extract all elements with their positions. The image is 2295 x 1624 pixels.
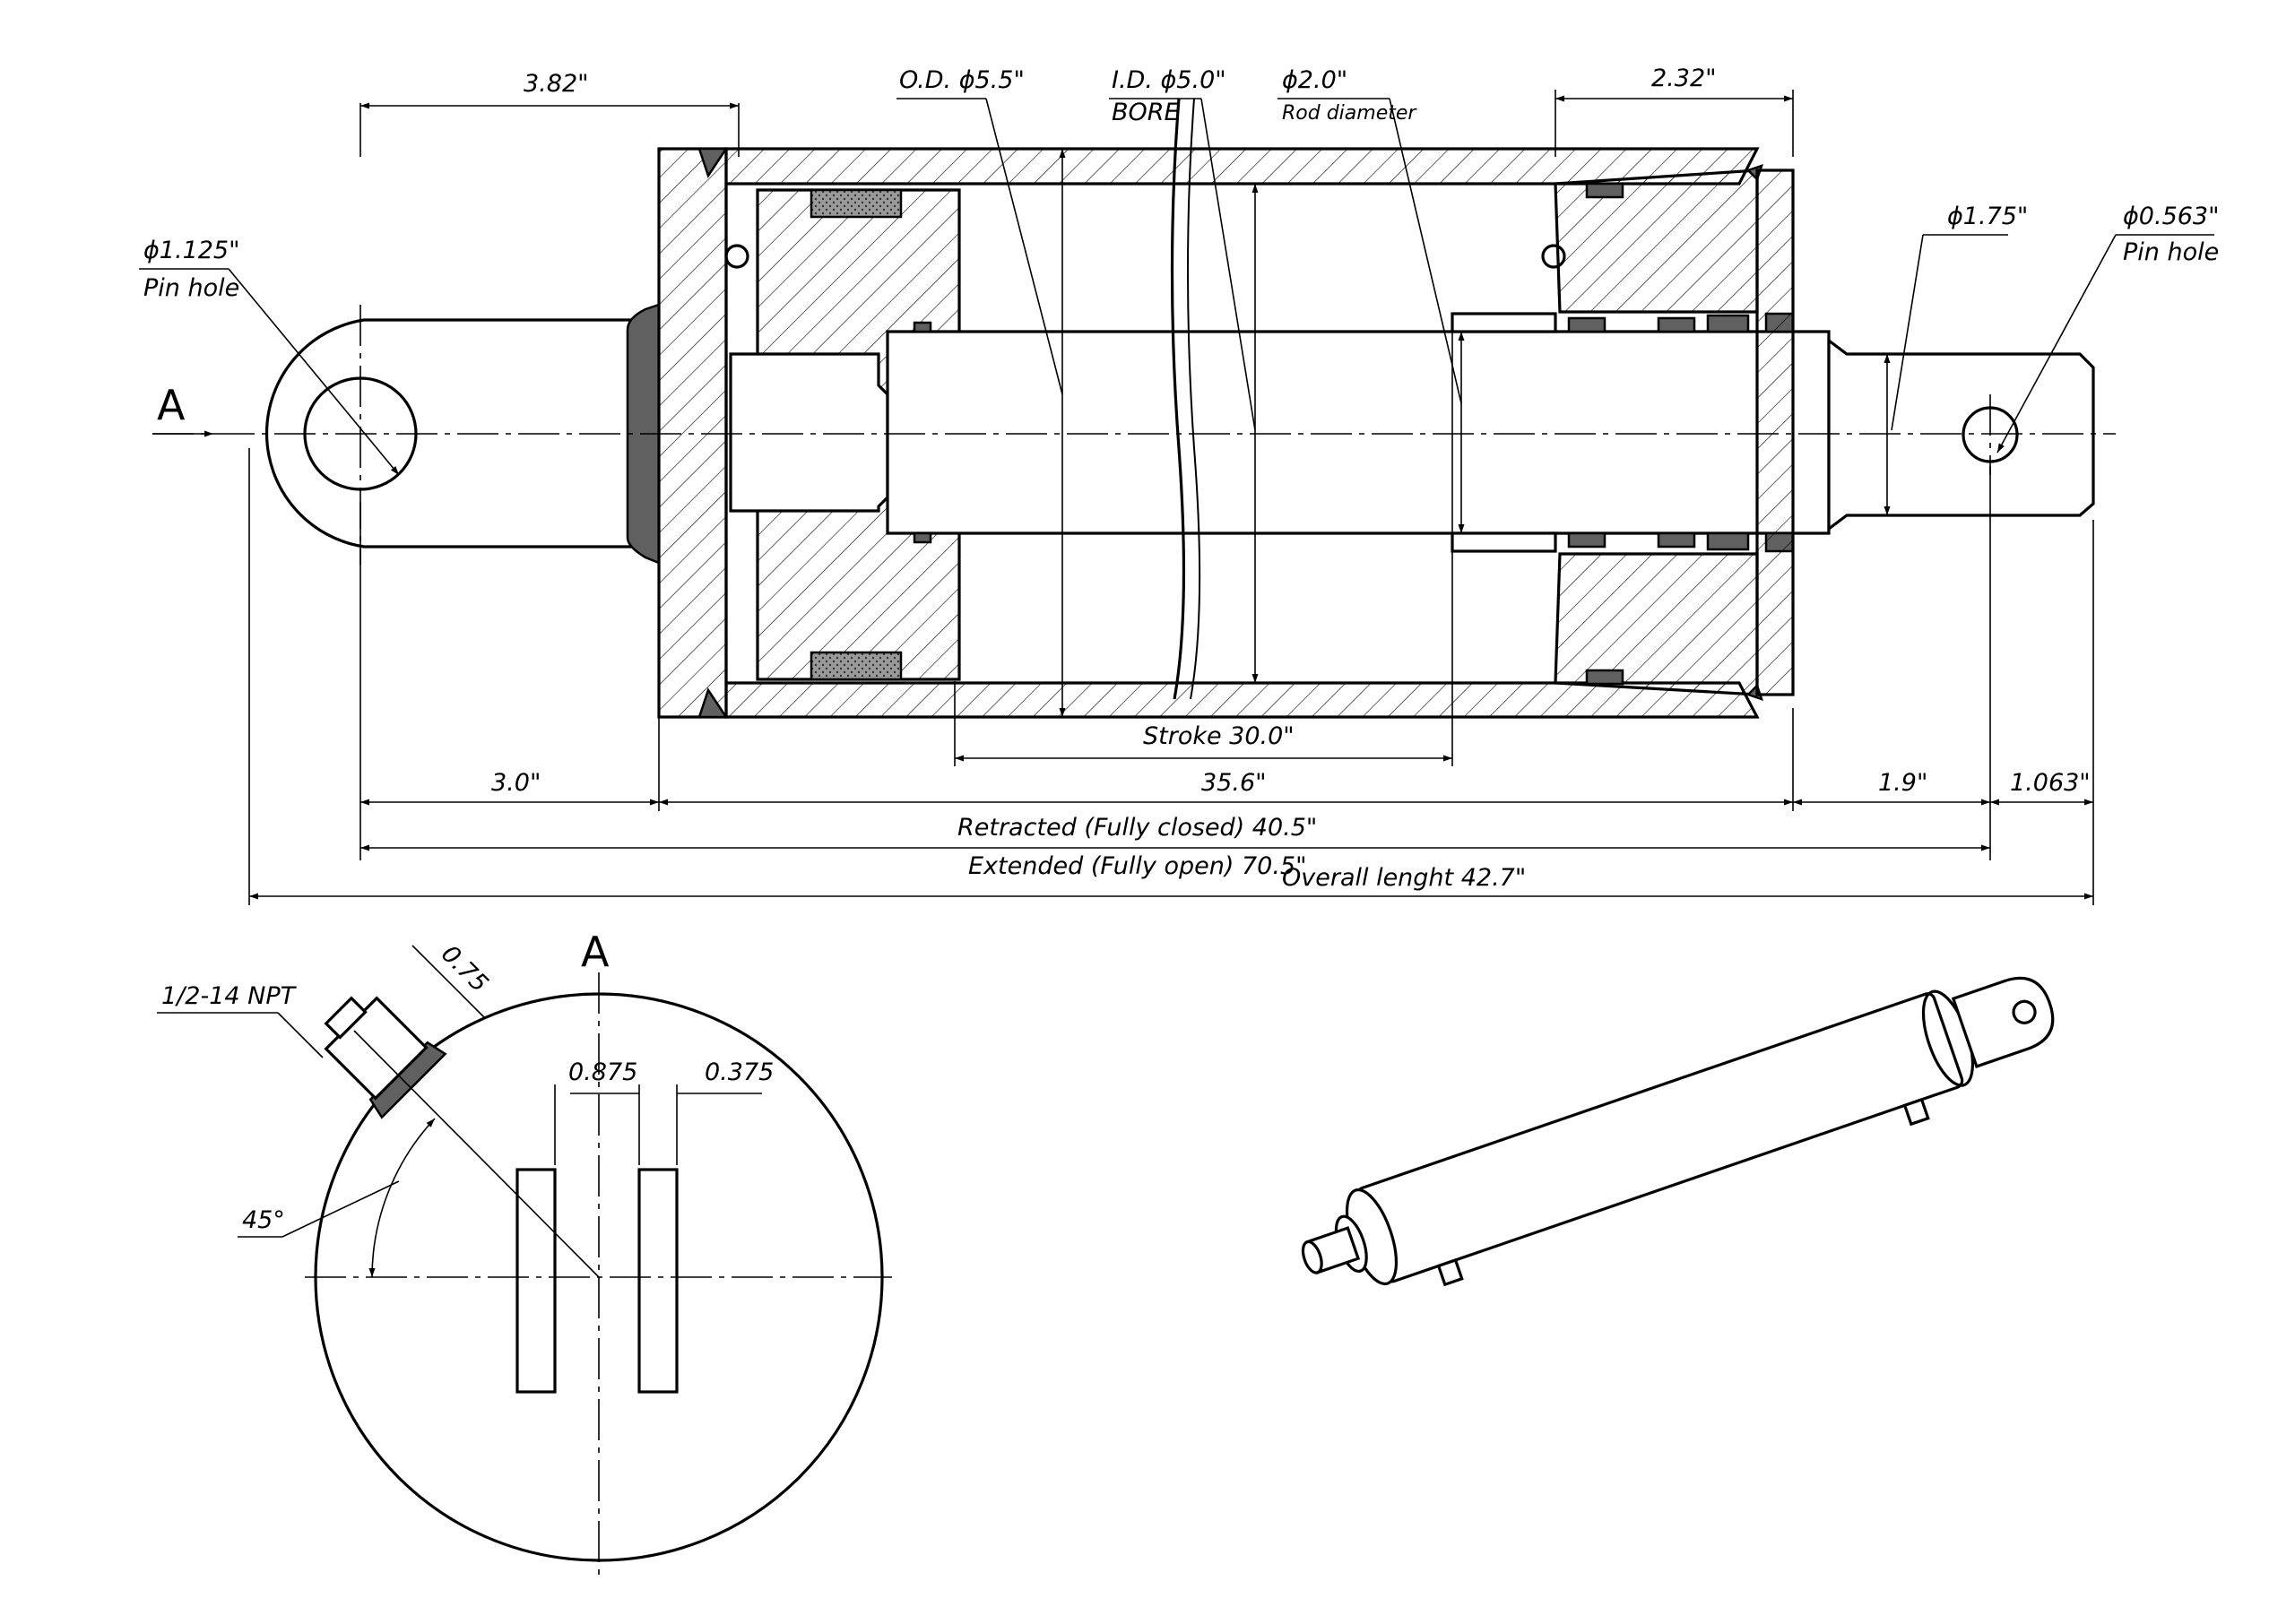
dim-bore: BORE	[1112, 99, 1180, 126]
dim-barrel-length: 35.6"	[1201, 769, 1267, 797]
dim-rod-pin-hole-diameter: ϕ0.563"	[2123, 203, 2220, 230]
end-view-port: 1/2-14 NPT	[161, 982, 298, 1010]
gland	[1451, 164, 1795, 701]
end-view-angle: 45°	[242, 1206, 285, 1234]
dim-rod-diameter: ϕ2.0"	[1282, 66, 1347, 94]
dim-id: I.D. ϕ5.0"	[1112, 66, 1226, 94]
dim-extended: Extended (Fully open) 70.5"	[968, 852, 1307, 880]
dimensions: 3.82" O.D. ϕ5.5" I.D. ϕ5.0" BORE ϕ2.0" R…	[139, 65, 2220, 905]
barrel-bottom-wall	[724, 681, 1760, 719]
dim-od: O.D. ϕ5.5"	[899, 66, 1025, 94]
piston-rod	[886, 321, 1831, 544]
end-view-slot-width: 0.375	[705, 1058, 774, 1086]
dim-rod-pin-hole-label: Pin hole	[2123, 238, 2219, 266]
dim-pin-hole-label: Pin hole	[143, 274, 239, 302]
port-fitting	[324, 996, 447, 1119]
clevis-slot-left	[515, 1168, 557, 1394]
dim-rod-tip: 1.063"	[2010, 769, 2091, 797]
dim-retracted: Retracted (Fully closed) 40.5"	[957, 814, 1317, 842]
cap-block	[657, 147, 728, 719]
rod-end	[1827, 337, 2095, 532]
dim-stroke: Stroke 30.0"	[1143, 722, 1295, 750]
dim-rod-diameter-label: Rod diameter	[1282, 102, 1417, 125]
piston	[729, 188, 961, 681]
section-label: A	[581, 928, 610, 976]
section-view: A	[152, 147, 2116, 719]
dim-overall: Overall lenght 42.7"	[1282, 864, 1526, 892]
isometric-view	[1301, 976, 2055, 1287]
end-view-port-height: 0.75	[436, 940, 493, 998]
clevis-slot-right	[637, 1168, 679, 1394]
dim-rod-extension: 1.9"	[1878, 769, 1927, 797]
dim-rod-end-diameter: ϕ1.75"	[1947, 203, 2028, 230]
end-view: A 0.875 0.375 1/2-14 NPT 0.75 45°	[157, 928, 892, 1577]
dim-pin-hole-diameter: ϕ1.125"	[143, 237, 240, 264]
end-view-slot-gap: 0.875	[568, 1058, 637, 1086]
dim-eye-offset: 3.0"	[491, 769, 541, 797]
view-arrow-label: A	[157, 381, 186, 429]
dim-gland-length: 2.32"	[1651, 65, 1717, 92]
barrel-top-wall	[724, 147, 1760, 186]
dim-pin-end-length: 3.82"	[524, 70, 589, 98]
